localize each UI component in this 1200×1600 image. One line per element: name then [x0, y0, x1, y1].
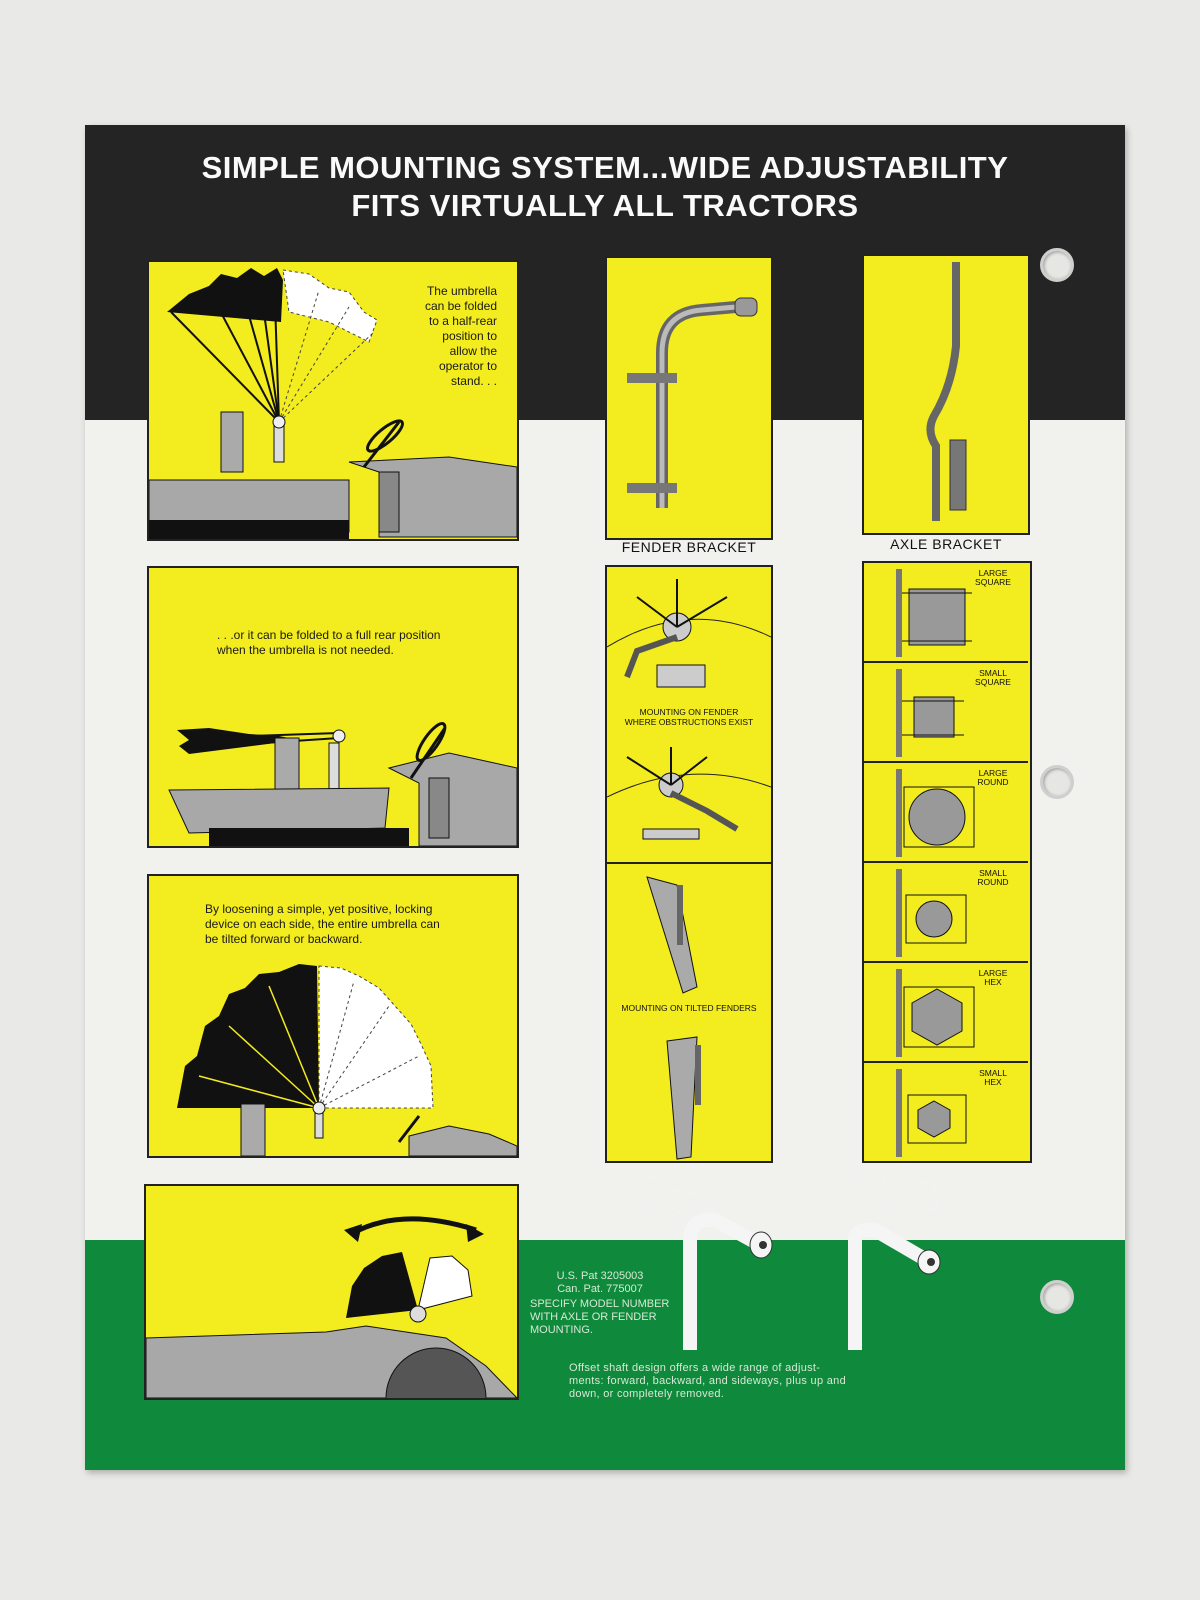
full-rear-text: . . .or it can be folded to a full rear …	[217, 628, 440, 658]
axle-shape-label-line: LARGE	[978, 568, 1008, 578]
sideways-illustration	[146, 1216, 517, 1398]
sideways-panel	[144, 1184, 519, 1400]
axle-bracket-panel	[862, 254, 1030, 535]
half-rear-illustration	[149, 268, 517, 539]
title-line-2: FITS VIRTUALLY ALL TRACTORS	[351, 188, 859, 223]
offset-note-line: ments: forward, backward, and sideways, …	[569, 1375, 846, 1387]
patent-info: U.S. Pat 3205003 Can. Pat. 775007	[530, 1270, 670, 1296]
offset-shaft-note: Offset shaft design offers a wide range …	[569, 1362, 889, 1401]
axle-shape-label: LARGE ROUND	[968, 769, 1018, 787]
axle-shape-label: SMALL ROUND	[968, 869, 1018, 887]
fender-mounting-illustration	[607, 579, 771, 1160]
axle-shape-label: SMALL SQUARE	[968, 669, 1018, 687]
half-rear-text-line: The umbrella	[426, 284, 497, 298]
brochure-page: SIMPLE MOUNTING SYSTEM...WIDE ADJUSTABIL…	[85, 125, 1125, 1470]
tilted-fenders-caption: MOUNTING ON TILTED FENDERS	[621, 1003, 757, 1013]
tilt-illustration	[177, 964, 517, 1156]
binder-hole-bottom	[1040, 1280, 1074, 1314]
axle-bracket-illustration	[926, 262, 967, 521]
tilt-panel: By loosening a simple, yet positive, loc…	[147, 874, 519, 1158]
offset-note-line: Offset shaft design offers a wide range …	[569, 1362, 821, 1374]
binder-hole-middle	[1040, 765, 1074, 799]
axle-shape-tile: SMALL ROUND	[864, 863, 1028, 963]
offset-note-line: down, or completely removed.	[569, 1388, 725, 1400]
axle-shapes-panel: LARGE SQUARE SMALL SQUARE LARGE	[862, 561, 1032, 1163]
patent-line: U.S. Pat 3205003	[556, 1270, 644, 1282]
half-rear-text-line: can be folded	[424, 299, 497, 313]
fender-bracket-illustration	[627, 297, 758, 508]
axle-bracket-label: AXLE BRACKET	[890, 536, 1002, 552]
patent-line: Can. Pat. 775007	[557, 1283, 643, 1295]
axle-shape-label-line: HEX	[984, 1077, 1002, 1087]
large-hex-icon	[896, 969, 975, 1057]
binder-hole-top	[1040, 248, 1074, 282]
fender-bracket-label: FENDER BRACKET	[621, 539, 757, 555]
small-hex-icon	[896, 1069, 967, 1157]
axle-shape-label-line: SMALL	[979, 868, 1007, 878]
axle-shape-label-line: SMALL	[979, 668, 1007, 678]
axle-shape-tile: LARGE HEX	[864, 963, 1028, 1063]
specify-line: WITH AXLE OR FENDER	[530, 1311, 657, 1323]
axle-shape-label-line: SQUARE	[975, 677, 1011, 687]
large-round-icon	[896, 769, 975, 857]
tilt-text: By loosening a simple, yet positive, loc…	[205, 902, 440, 947]
offset-shaft-illustration	[623, 1175, 941, 1350]
obstructions-caption: MOUNTING ON FENDER WHERE OBSTRUCTIONS EX…	[607, 707, 771, 727]
axle-shape-tile: LARGE SQUARE	[864, 563, 1028, 663]
axle-shape-label-line: LARGE	[978, 968, 1008, 978]
full-rear-illustration	[168, 722, 517, 846]
full-rear-text-line: when the umbrella is not needed.	[217, 643, 394, 657]
specify-line: MOUNTING.	[530, 1324, 593, 1336]
tilt-text-line: By loosening a simple, yet positive, loc…	[205, 902, 433, 916]
fender-bracket-panel	[605, 256, 773, 540]
axle-shape-label-line: LARGE	[978, 768, 1008, 778]
full-rear-panel: . . .or it can be folded to a full rear …	[147, 566, 519, 848]
axle-shape-label-line: SMALL	[979, 1068, 1007, 1078]
half-rear-text-line: position to	[442, 329, 497, 343]
half-rear-text-line: to a half-rear	[428, 314, 497, 328]
axle-shape-label: LARGE SQUARE	[968, 569, 1018, 587]
half-rear-text-line: operator to	[438, 359, 497, 373]
half-rear-panel: The umbrella can be folded to a half-rea…	[147, 260, 519, 541]
specify-line: SPECIFY MODEL NUMBER	[530, 1298, 670, 1310]
axle-shape-tile: SMALL SQUARE	[864, 663, 1028, 763]
axle-shape-tile: LARGE ROUND	[864, 763, 1028, 863]
half-rear-text: The umbrella can be folded to a half-rea…	[425, 284, 497, 389]
small-square-icon	[896, 669, 964, 757]
tilt-text-line: be tilted forward or backward.	[205, 932, 363, 946]
full-rear-text-line: . . .or it can be folded to a full rear …	[217, 628, 441, 642]
half-rear-text-line: stand. . .	[450, 374, 497, 388]
axle-shape-label-line: ROUND	[977, 777, 1009, 787]
page-title: SIMPLE MOUNTING SYSTEM...WIDE ADJUSTABIL…	[85, 149, 1125, 225]
large-square-icon	[896, 569, 972, 657]
obstructions-caption-line: MOUNTING ON FENDER	[639, 707, 739, 717]
half-rear-text-line: allow the	[449, 344, 497, 358]
axle-shape-tile: SMALL HEX	[864, 1063, 1028, 1161]
axle-shape-label: LARGE HEX	[968, 969, 1018, 987]
tilt-text-line: device on each side, the entire umbrella…	[205, 917, 440, 931]
axle-shape-label-line: ROUND	[977, 877, 1009, 887]
obstructions-caption-line: WHERE OBSTRUCTIONS EXIST	[624, 717, 754, 727]
axle-shape-label-line: SQUARE	[975, 577, 1011, 587]
specify-note: SPECIFY MODEL NUMBER WITH AXLE OR FENDER…	[530, 1298, 690, 1337]
small-round-icon	[896, 869, 967, 957]
title-line-1: SIMPLE MOUNTING SYSTEM...WIDE ADJUSTABIL…	[201, 150, 1009, 185]
axle-shape-label: SMALL HEX	[968, 1069, 1018, 1087]
axle-shape-label-line: HEX	[984, 977, 1002, 987]
fender-mounting-panel: MOUNTING ON FENDER WHERE OBSTRUCTIONS EX…	[605, 565, 773, 1163]
